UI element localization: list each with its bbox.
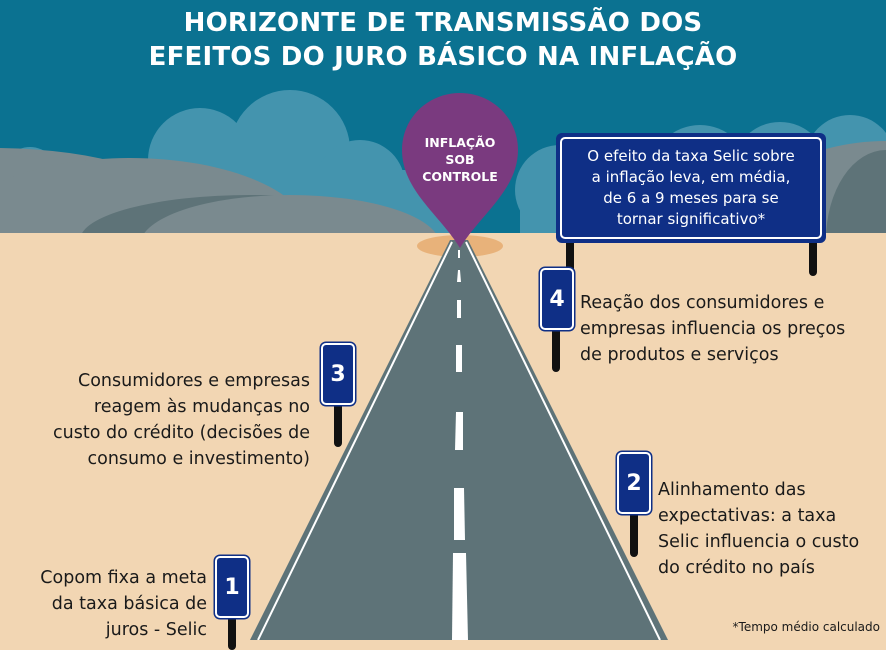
step-2-text: Alinhamento das expectativas: a taxa Sel… [658, 477, 859, 581]
step-1-line: juros - Selic [105, 620, 207, 640]
step-4-sign: 4 [540, 268, 574, 330]
step-2-line: do crédito no país [658, 558, 815, 578]
info-sign-line-4: tornar significativo* [616, 210, 766, 228]
step-3-number: 3 [330, 361, 346, 387]
footnote: *Tempo médio calculado [732, 620, 880, 634]
step-4-post [552, 320, 560, 372]
step-2-line: expectativas: a taxa [658, 506, 837, 526]
step-3-line: custo do crédito (decisões de [53, 423, 310, 443]
step-4-line: de produtos e serviços [580, 345, 779, 365]
step-1-post [228, 610, 236, 650]
info-sign-post-left [566, 236, 574, 276]
destination-pin-label: INFLAÇÃO SOB CONTROLE [410, 134, 510, 185]
info-sign-line-1: O efeito da taxa Selic sobre [587, 147, 795, 165]
step-2-line: Alinhamento das [658, 480, 806, 500]
pin-line-3: CONTROLE [422, 169, 498, 184]
step-1-text: Copom fixa a meta da taxa básica de juro… [40, 565, 207, 643]
info-sign-line-3: de 6 a 9 meses para se [603, 189, 779, 207]
title-line-2: EFEITOS DO JURO BÁSICO NA INFLAÇÃO [148, 42, 738, 72]
step-1-number: 1 [224, 574, 240, 600]
road-center-dashes [452, 250, 468, 640]
pin-line-1: INFLAÇÃO [424, 135, 496, 150]
info-sign: O efeito da taxa Selic sobre a inflação … [556, 133, 826, 243]
step-2-number: 2 [626, 470, 642, 496]
step-3-line: Consumidores e empresas [78, 371, 310, 391]
step-1-line: Copom fixa a meta [40, 568, 207, 588]
page-title: HORIZONTE DE TRANSMISSÃO DOS EFEITOS DO … [0, 6, 886, 74]
step-2-post [630, 505, 638, 557]
step-3-post [334, 395, 342, 447]
info-sign-post-right [809, 236, 817, 276]
step-1-line: da taxa básica de [51, 594, 207, 614]
title-line-1: HORIZONTE DE TRANSMISSÃO DOS [183, 8, 703, 38]
step-2-sign: 2 [617, 452, 651, 514]
step-3-line: consumo e investimento) [87, 449, 311, 469]
map-pin [402, 93, 518, 248]
pin-line-2: SOB [445, 152, 475, 167]
step-4-line: empresas influencia os preços [580, 319, 846, 339]
step-2-line: Selic influencia o custo [658, 532, 860, 552]
step-4-text: Reação dos consumidores e empresas influ… [580, 290, 845, 368]
step-1-sign: 1 [215, 556, 249, 618]
step-3-text: Consumidores e empresas reagem às mudanç… [53, 368, 310, 472]
step-4-line: Reação dos consumidores e [580, 293, 825, 313]
info-sign-line-2: a inflação leva, em média, [591, 168, 791, 186]
step-3-sign: 3 [321, 343, 355, 405]
step-4-number: 4 [549, 286, 565, 312]
step-3-line: reagem às mudanças no [93, 397, 310, 417]
